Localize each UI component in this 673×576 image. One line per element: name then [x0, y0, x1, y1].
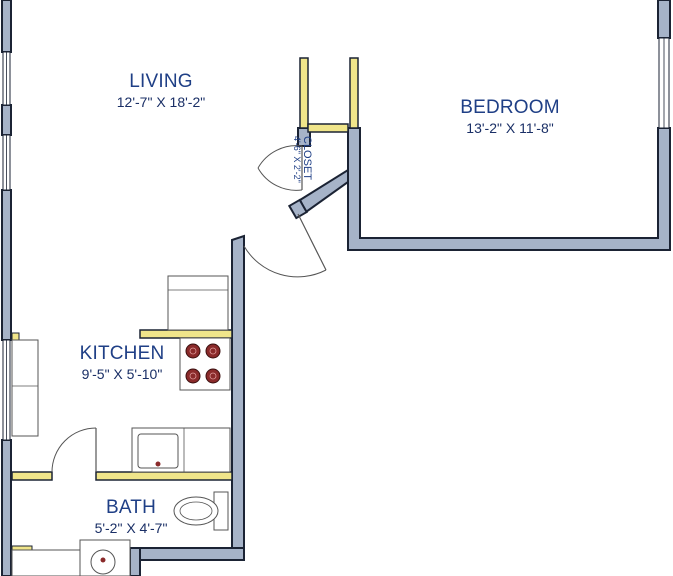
- toilet-icon: [173, 491, 229, 531]
- refrigerator-icon: [167, 275, 229, 331]
- window-left: [2, 51, 11, 441]
- door-closet-swing: [257, 145, 303, 191]
- living-dims: 12'-7" X 18'-2": [116, 94, 206, 110]
- living-name: LIVING: [129, 71, 193, 92]
- kitchen-name: KITCHEN: [79, 343, 165, 364]
- window-bedroom: [658, 37, 670, 129]
- range-icon: [179, 337, 231, 391]
- bath-dims: 5'-2" X 4'-7": [94, 520, 168, 536]
- counter-left-icon: [11, 339, 39, 437]
- bath-name: BATH: [105, 497, 157, 518]
- closet-label: CLOSET 4'-6" X 2'-2": [292, 136, 313, 206]
- kitchen-label: KITCHEN 9'-5" X 5'-10": [62, 344, 182, 381]
- closet-dims: 4'-6" X 2'-2": [292, 136, 302, 183]
- bedroom-name: BEDROOM: [460, 97, 560, 118]
- interior-wall-center: [129, 234, 245, 576]
- closet-walls: [287, 127, 349, 220]
- kitchen-sink-icon: [131, 427, 231, 473]
- door-bedroom-swing: [243, 213, 327, 278]
- bedroom-label: BEDROOM 13'-2" X 11'-8": [430, 98, 590, 135]
- door-bath-swing: [51, 427, 97, 473]
- kitchen-dims: 9'-5" X 5'-10": [81, 366, 163, 382]
- living-label: LIVING 12'-7" X 18'-2": [96, 72, 226, 109]
- bath-counter-icon: [11, 549, 81, 576]
- closet-name: CLOSET: [301, 136, 313, 181]
- bath-label: BATH 5'-2" X 4'-7": [76, 498, 186, 535]
- bedroom-dims: 13'-2" X 11'-8": [466, 120, 554, 136]
- bath-sink-icon: [79, 539, 131, 576]
